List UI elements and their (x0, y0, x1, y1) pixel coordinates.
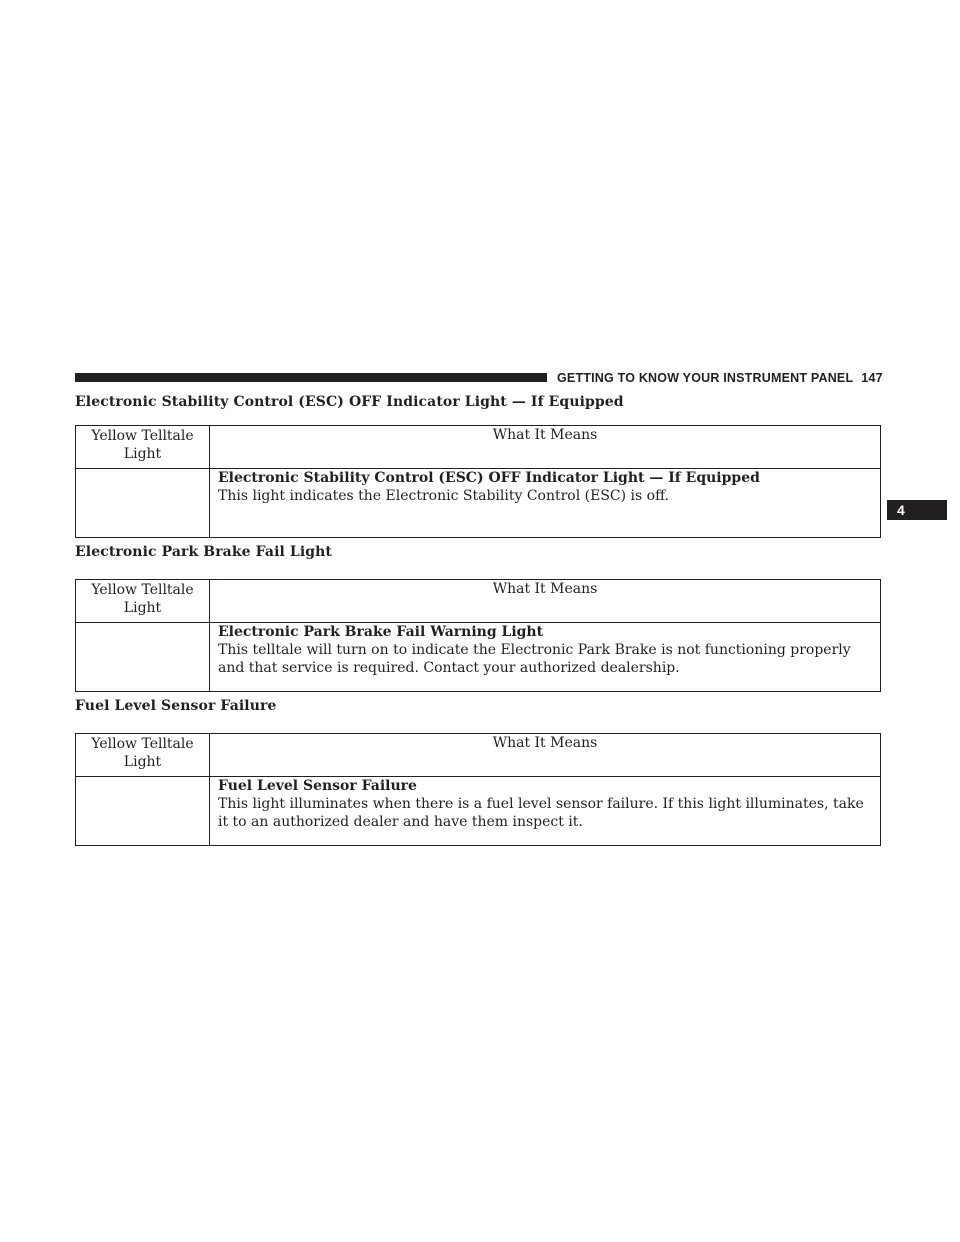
table-header-row: Yellow Telltale Light What It Means (75, 579, 881, 623)
row-text: This light illuminates when there is a f… (218, 796, 864, 830)
telltale-icon-cell (75, 776, 210, 846)
table-row: Electronic Stability Control (ESC) OFF I… (75, 468, 881, 538)
col-header-what-it-means: What It Means (209, 733, 881, 777)
col-header-telltale: Yellow Telltale Light (75, 733, 210, 777)
row-title: Electronic Stability Control (ESC) OFF I… (218, 470, 760, 486)
telltale-table-fuel-sensor: Yellow Telltale Light What It Means Fuel… (75, 733, 881, 846)
row-title: Fuel Level Sensor Failure (218, 778, 417, 794)
col-header-telltale: Yellow Telltale Light (75, 579, 210, 623)
section-heading-park-brake: Electronic Park Brake Fail Light (75, 544, 332, 560)
row-text: This light indicates the Electronic Stab… (218, 488, 669, 504)
col-header-what-it-means: What It Means (209, 579, 881, 623)
chapter-tab: 4 (887, 500, 947, 520)
row-text: This telltale will turn on to indicate t… (218, 642, 851, 676)
telltale-table-esc-off: Yellow Telltale Light What It Means Elec… (75, 425, 881, 538)
running-header: GETTING TO KNOW YOUR INSTRUMENT PANEL 147 (557, 371, 883, 385)
telltale-icon-cell (75, 622, 210, 692)
section-heading-esc-off: Electronic Stability Control (ESC) OFF I… (75, 394, 624, 410)
header-rule (75, 373, 547, 382)
header-section-title: GETTING TO KNOW YOUR INSTRUMENT PANEL (557, 371, 854, 385)
table-header-row: Yellow Telltale Light What It Means (75, 733, 881, 777)
col-header-what-it-means: What It Means (209, 425, 881, 469)
telltale-icon-cell (75, 468, 210, 538)
table-row: Fuel Level Sensor Failure This light ill… (75, 776, 881, 846)
description-cell: Electronic Park Brake Fail Warning Light… (209, 622, 881, 692)
description-cell: Fuel Level Sensor Failure This light ill… (209, 776, 881, 846)
row-title: Electronic Park Brake Fail Warning Light (218, 624, 544, 640)
telltale-table-park-brake: Yellow Telltale Light What It Means Elec… (75, 579, 881, 692)
section-heading-fuel-sensor: Fuel Level Sensor Failure (75, 698, 277, 714)
table-header-row: Yellow Telltale Light What It Means (75, 425, 881, 469)
page-number: 147 (861, 371, 883, 385)
col-header-telltale: Yellow Telltale Light (75, 425, 210, 469)
table-row: Electronic Park Brake Fail Warning Light… (75, 622, 881, 692)
description-cell: Electronic Stability Control (ESC) OFF I… (209, 468, 881, 538)
